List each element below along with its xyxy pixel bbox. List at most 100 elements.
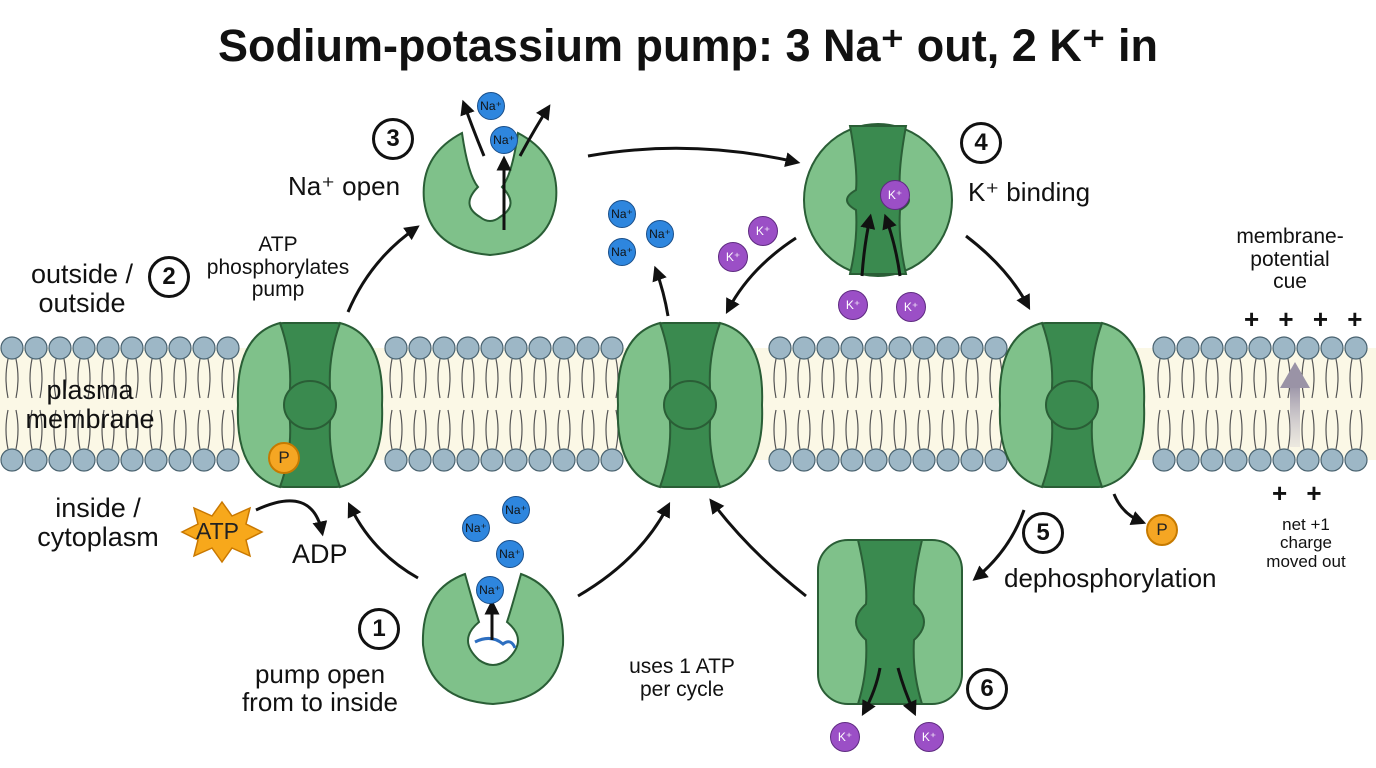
arrow-step1-to-left <box>347 501 419 580</box>
inside-label-line2: cytoplasm <box>37 522 159 553</box>
lipid-tail <box>437 409 441 450</box>
lipid-head <box>888 448 912 472</box>
lipid-tail <box>869 409 873 450</box>
membrane-label-line1: plasma <box>46 375 134 405</box>
phosphate-released-icon: P <box>1146 514 1178 546</box>
lipid-head <box>912 448 936 472</box>
lipid-tail <box>509 358 513 399</box>
lipid-head <box>1248 448 1272 472</box>
cue-line2: potential <box>1250 247 1330 271</box>
arrow-step2-to-step3 <box>346 225 420 313</box>
lipid-tail <box>807 358 811 399</box>
lipid-tail <box>87 358 91 399</box>
lipid-tail <box>399 358 403 399</box>
lipid-tail <box>605 409 609 450</box>
lipid-tail <box>917 358 921 399</box>
lipid-tail <box>879 409 883 450</box>
lipid-head <box>1272 336 1296 360</box>
lipid-tail <box>39 358 43 399</box>
lipid-tail <box>39 409 43 450</box>
lipid-head <box>48 336 72 360</box>
lipid-tail <box>1157 409 1161 450</box>
lipid-head <box>1344 448 1368 472</box>
lipid-head <box>1248 336 1272 360</box>
lipid-tail <box>53 358 57 399</box>
lipid-tail <box>869 358 873 399</box>
lipid-tail <box>831 409 835 450</box>
lipid-tail <box>461 358 465 399</box>
lipid-tail <box>125 358 129 399</box>
lipid-tail <box>207 409 211 450</box>
lipid-head <box>936 336 960 360</box>
lipid-head <box>216 448 240 472</box>
lipid-tail <box>1253 358 1257 399</box>
step-badge-4: 4 <box>960 122 1002 164</box>
lipid-tail <box>927 358 931 399</box>
step-badge-2: 2 <box>148 256 190 298</box>
lipid-tail <box>15 358 19 399</box>
lipid-tail <box>567 409 571 450</box>
lipid-tail <box>1325 409 1329 450</box>
atp-label: ATP <box>196 518 240 544</box>
lipid-head <box>216 336 240 360</box>
lipid-tail <box>1191 358 1195 399</box>
lipid-head <box>576 336 600 360</box>
inside-label: inside / cytoplasm <box>28 493 168 553</box>
lipid-tail <box>1301 409 1305 450</box>
lipid-head <box>864 336 888 360</box>
lipid-head <box>1320 448 1344 472</box>
lipid-head <box>432 336 456 360</box>
lipid-tail <box>399 409 403 450</box>
lipid-head <box>432 448 456 472</box>
lipid-head <box>168 448 192 472</box>
lipid-tail <box>111 358 115 399</box>
lipid-head <box>960 336 984 360</box>
lipid-tail <box>135 409 139 450</box>
lipid-tail <box>197 409 201 450</box>
lipid-tail <box>903 409 907 450</box>
lipid-tail <box>581 409 585 450</box>
lipid-head <box>408 336 432 360</box>
lipid-tail <box>1253 409 1257 450</box>
lipid-tails <box>5 358 1363 450</box>
lipid-tail <box>1335 409 1339 450</box>
cue-line1: membrane- <box>1236 225 1344 248</box>
lipid-head <box>1296 448 1320 472</box>
lipid-tail <box>197 358 201 399</box>
lipid-tail <box>447 358 451 399</box>
lipid-tail <box>951 409 955 450</box>
lipid-head <box>144 336 168 360</box>
lipid-head <box>480 336 504 360</box>
atp-phos-line2: phosphorylates <box>206 255 350 279</box>
k-ion: K⁺ <box>718 242 748 272</box>
lipid-tail <box>29 358 33 399</box>
lipid-tail <box>519 409 523 450</box>
lipid-tail <box>591 358 595 399</box>
lipid-tail <box>135 358 139 399</box>
lipid-tail <box>389 409 393 450</box>
k-ion: K⁺ <box>830 722 860 752</box>
lipid-tail <box>1205 409 1209 450</box>
cue-line3: cue <box>1273 270 1307 294</box>
lipid-tail <box>447 409 451 450</box>
pump-membrane-center <box>616 321 764 489</box>
k-ion: K⁺ <box>838 290 868 320</box>
lipid-head <box>1224 336 1248 360</box>
lipid-head <box>984 448 1008 472</box>
arrow-step1-to-center <box>577 502 671 598</box>
lipid-tail <box>975 358 979 399</box>
lipid-heads <box>0 336 1368 472</box>
arrow-k-in-left <box>860 213 876 277</box>
na-ion: Na⁺ <box>490 126 518 154</box>
lipid-tail <box>783 358 787 399</box>
lipid-head <box>1176 336 1200 360</box>
lipid-tail <box>63 409 67 450</box>
lipid-tail <box>231 409 235 450</box>
lipid-tail <box>101 409 105 450</box>
lipid-tail <box>471 409 475 450</box>
arrow-step6-to-center <box>709 498 807 598</box>
lipid-head <box>960 448 984 472</box>
lipid-head <box>0 336 24 360</box>
lipid-tail <box>1277 358 1281 399</box>
